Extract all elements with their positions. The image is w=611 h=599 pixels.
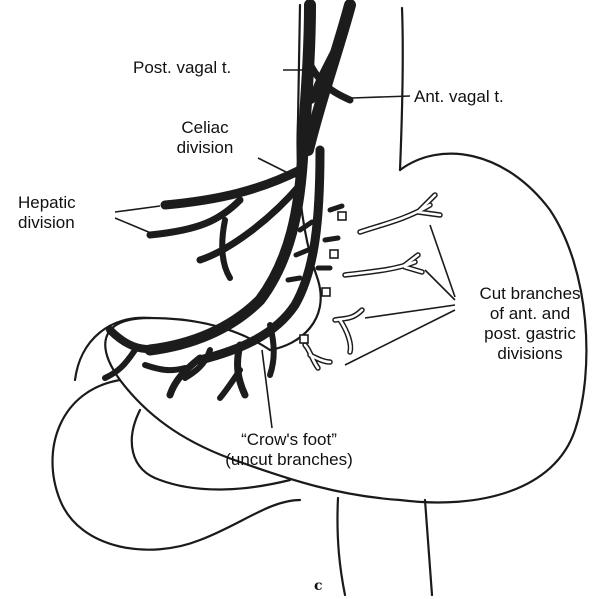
celiac-division-label: Celiac division [162, 118, 248, 158]
crows-foot-label-line-1: “Crow's foot” [204, 430, 374, 450]
cut-label-line-1: Cut branches [455, 284, 605, 304]
vagal-trunks [303, 5, 350, 150]
cut-label-line-4: divisions [455, 344, 605, 364]
hepatic-label-line-1: Hepatic [18, 193, 76, 213]
esophagus-left-wall [298, 5, 300, 120]
crows-foot-label-line-2: (uncut branches) [204, 450, 374, 470]
hepatic-division-label: Hepatic division [18, 193, 76, 233]
cut-label-line-3: post. gastric [455, 324, 605, 344]
crows-foot-label: “Crow's foot” (uncut branches) [204, 430, 374, 470]
esophagus-right-wall [400, 8, 403, 170]
lower-vessel-2 [337, 498, 345, 595]
celiac-label-line-2: division [162, 138, 248, 158]
lower-vessel-1 [425, 500, 432, 595]
nerves-of-latarjet [150, 150, 342, 360]
ant-vagal-trunk-label: Ant. vagal t. [414, 87, 504, 107]
cut-branches-label: Cut branches of ant. and post. gastric d… [455, 284, 605, 364]
cut-label-line-2: of ant. and [455, 304, 605, 324]
celiac-label-line-1: Celiac [162, 118, 248, 138]
figure-panel-label: c [314, 578, 323, 594]
post-vagal-trunk-label: Post. vagal t. [133, 58, 231, 78]
hepatic-label-line-2: division [18, 213, 76, 233]
